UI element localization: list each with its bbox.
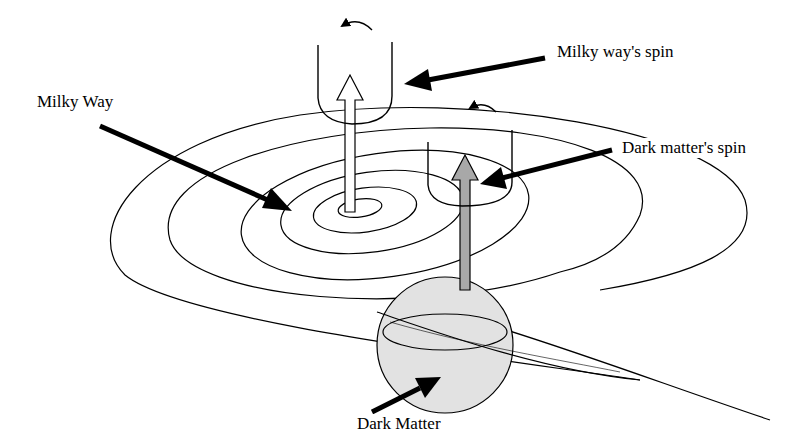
spin-curls (318, 22, 512, 206)
leader-arrows (100, 58, 612, 412)
spin-label: Milky way's spin (555, 42, 675, 62)
dark-matter-label: Dark Matter (355, 414, 443, 434)
galaxy-contours (110, 108, 770, 420)
spin-axis-arrows (337, 75, 478, 290)
dark-matter-sphere (377, 277, 640, 413)
galaxy-label: Milky Way (35, 92, 115, 112)
spin-label: Dark matter's spin (620, 138, 748, 158)
